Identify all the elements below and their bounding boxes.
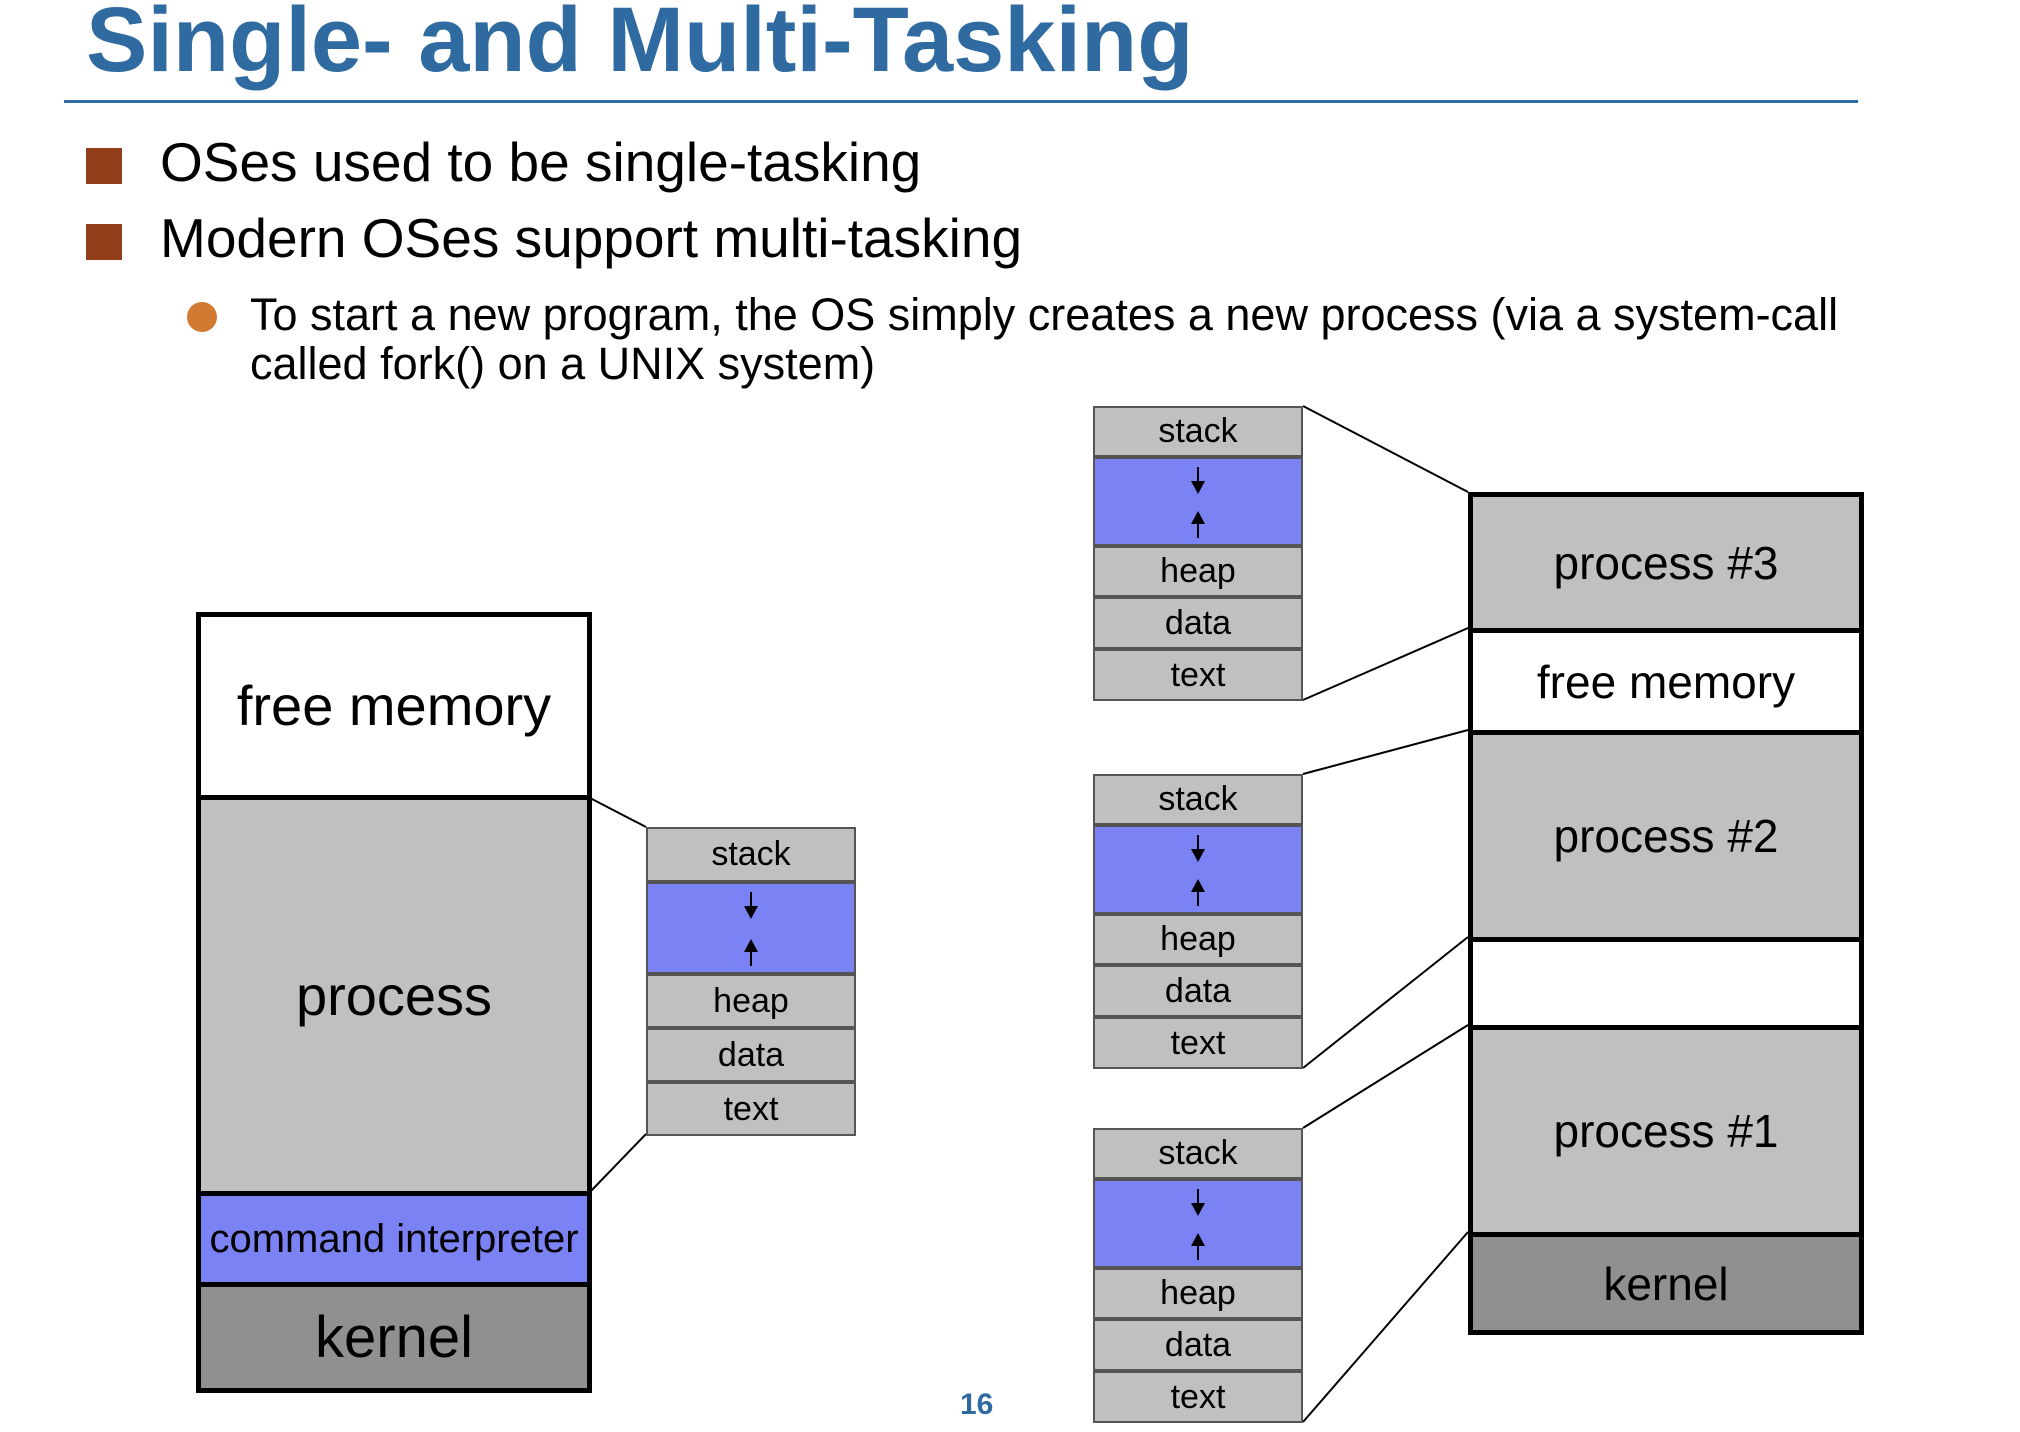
text-segment: text: [1093, 649, 1303, 701]
process1-memory-layout: stack heap data text: [1093, 1128, 1303, 1423]
stack-segment: stack: [1093, 406, 1303, 457]
free-memory-block-gap: [1468, 937, 1864, 1030]
data-segment: data: [1093, 1319, 1303, 1371]
stack-segment: stack: [646, 827, 856, 882]
sub-bullet-fork: To start a new program, the OS simply cr…: [250, 289, 1839, 389]
kernel-block: kernel: [196, 1282, 592, 1393]
process-memory-layout: stack heap data text: [646, 827, 856, 1136]
process3-memory-layout: stack heap data text: [1093, 406, 1303, 701]
free-memory-block-top: free memory: [1468, 628, 1864, 735]
arrow-down-icon: [744, 892, 758, 919]
heap-segment: heap: [646, 974, 856, 1028]
heap-segment: heap: [1093, 1268, 1303, 1319]
process2-memory-layout: stack heap data text: [1093, 774, 1303, 1069]
process1-block: process #1: [1468, 1025, 1864, 1237]
kernel-block-multi: kernel: [1468, 1232, 1864, 1335]
process-block: process: [196, 795, 592, 1196]
data-segment: data: [1093, 597, 1303, 649]
bullet-dot-icon: [187, 302, 217, 332]
data-segment: data: [646, 1028, 856, 1082]
text-segment: text: [646, 1082, 856, 1136]
text-segment: text: [1093, 1017, 1303, 1069]
arrow-up-icon: [1191, 1233, 1205, 1260]
arrow-up-icon: [1191, 879, 1205, 906]
free-space-segment: [1093, 457, 1303, 546]
arrow-up-icon: [1191, 511, 1205, 538]
free-memory-block: free memory: [196, 612, 592, 800]
command-interpreter-block: command interpreter: [196, 1191, 592, 1287]
data-segment: data: [1093, 965, 1303, 1017]
free-space-segment: [646, 882, 856, 974]
free-space-segment: [1093, 1179, 1303, 1268]
arrow-down-icon: [1191, 835, 1205, 862]
text-segment: text: [1093, 1371, 1303, 1423]
arrow-up-icon: [744, 939, 758, 966]
slide-title: Single- and Multi-Tasking: [86, 0, 1194, 91]
bullet-single-tasking: OSes used to be single-tasking: [160, 131, 922, 193]
stack-segment: stack: [1093, 1128, 1303, 1179]
process2-block: process #2: [1468, 730, 1864, 942]
heap-segment: heap: [1093, 546, 1303, 597]
title-underline: [64, 100, 1858, 103]
bullet-multi-tasking: Modern OSes support multi-tasking: [160, 207, 1023, 269]
arrow-down-icon: [1191, 467, 1205, 494]
heap-segment: heap: [1093, 914, 1303, 965]
arrow-down-icon: [1191, 1189, 1205, 1216]
process3-block: process #3: [1468, 492, 1864, 633]
free-space-segment: [1093, 825, 1303, 914]
bullet-square-icon: [86, 148, 122, 184]
bullet-square-icon: [86, 224, 122, 260]
stack-segment: stack: [1093, 774, 1303, 825]
page-number: 16: [960, 1388, 994, 1421]
